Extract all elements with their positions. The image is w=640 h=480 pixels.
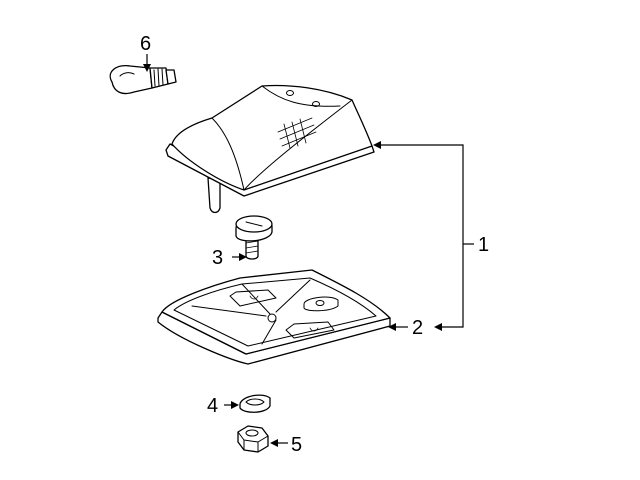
lamp-lens-housing-icon: [165, 84, 375, 214]
grommet-icon: [239, 394, 271, 413]
bulb-icon: [109, 65, 177, 95]
callout-5: 5: [291, 434, 302, 456]
callout-4: 4: [207, 395, 218, 417]
hex-nut-icon: [237, 425, 269, 453]
callout-2: 2: [412, 317, 423, 339]
callout-1: 1: [478, 234, 489, 256]
screw-icon: [235, 215, 273, 260]
leader-lines: [143, 54, 474, 447]
callout-3: 3: [212, 247, 223, 269]
callout-6: 6: [140, 33, 151, 55]
lamp-base-plate-icon: [157, 269, 391, 365]
